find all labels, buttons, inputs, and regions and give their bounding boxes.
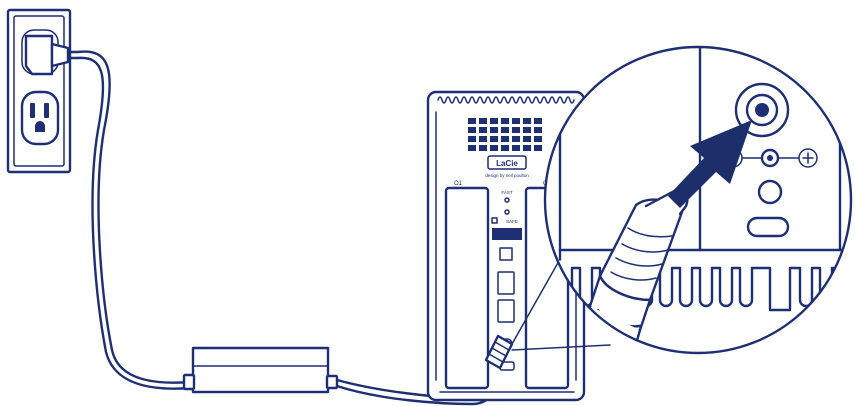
brand-logo: LaCie <box>496 159 518 168</box>
insert-arrow-icon <box>668 120 752 208</box>
mode-switch <box>492 228 522 240</box>
magnifier-frame <box>543 45 853 355</box>
power-button <box>499 247 513 261</box>
usb-port-1 <box>497 271 515 295</box>
mode-label-safe: SAFE <box>506 219 518 224</box>
usb-port-2 <box>497 299 515 323</box>
drive-bay-left <box>444 186 490 390</box>
bay-label-left: O1 <box>454 181 463 187</box>
wall-outlet-icon <box>6 8 72 174</box>
power-plug <box>24 34 80 76</box>
fan-grille <box>468 118 542 151</box>
power-adapter-icon <box>182 346 339 394</box>
brand-tagline: design by neil poulton <box>485 173 529 178</box>
callout-line <box>511 344 611 351</box>
mode-label-fast: FAST <box>501 190 513 195</box>
drive-enclosure-icon: LaCie design by neil poulton O1 O2 FAST … <box>426 90 586 402</box>
outlet-cable <box>76 50 192 390</box>
